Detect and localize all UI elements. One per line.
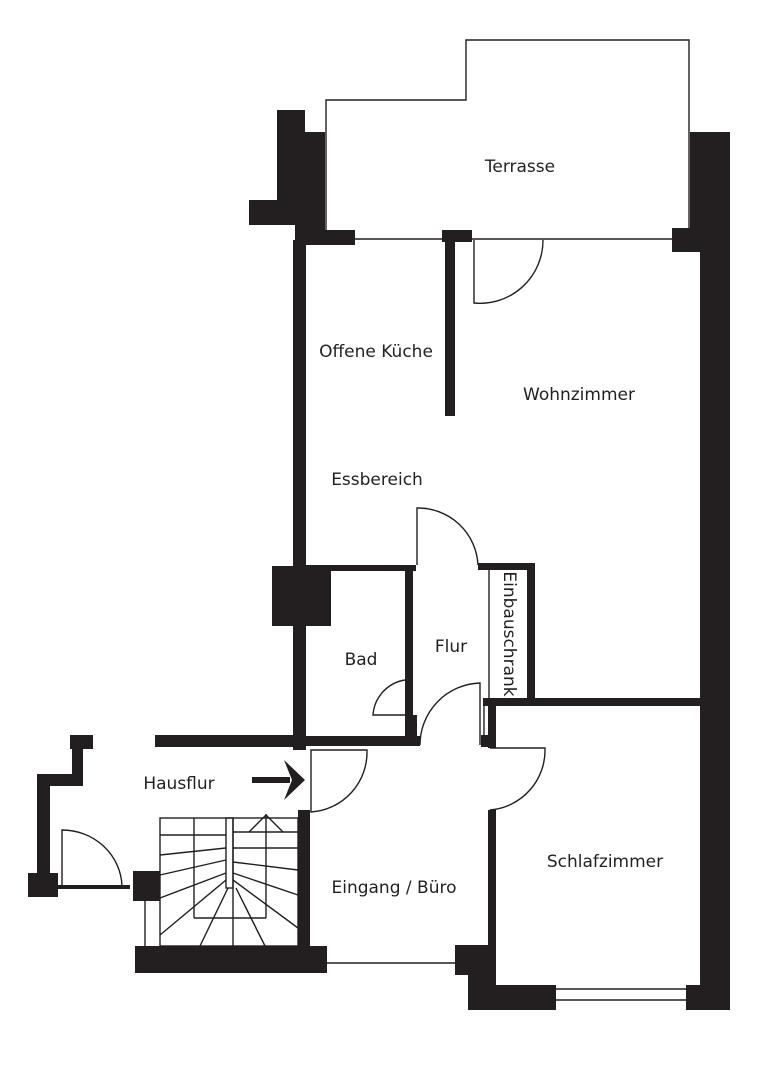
wall-right: [700, 132, 730, 1010]
doors: [61, 239, 546, 887]
wall: [295, 132, 325, 240]
wall: [155, 735, 300, 747]
bath-door: [372, 679, 406, 716]
label-flur: Flur: [435, 637, 467, 657]
wall: [28, 873, 58, 897]
wall: [442, 230, 472, 242]
kitchen-partition: [445, 232, 455, 416]
label-terrasse: Terrasse: [484, 157, 555, 177]
terrace-outline: [325, 39, 690, 238]
wall: [527, 563, 535, 703]
wall: [306, 736, 420, 746]
stair-step: [159, 847, 227, 856]
label-schlafzimmer: Schlafzimmer: [547, 852, 663, 872]
stair-step: [232, 872, 299, 896]
label-bad: Bad: [345, 650, 378, 670]
label-einbauschrank: Einbauschrank: [499, 571, 519, 696]
chimney: [272, 566, 331, 626]
entry-arrow-icon: [252, 760, 305, 800]
wall: [686, 985, 708, 1010]
house-door: [61, 829, 123, 887]
terrace-door: [473, 239, 544, 304]
stair-step: [159, 872, 227, 899]
wall-left: [293, 240, 306, 750]
room-labels: Terrasse Offene Küche Wohnzimmer Essbere…: [143, 157, 663, 898]
walls: [28, 39, 730, 1010]
wall: [468, 985, 556, 1010]
stair-outline: [159, 817, 299, 947]
wall: [305, 230, 355, 245]
wall: [478, 563, 535, 570]
wall: [488, 810, 496, 1010]
entrance-door: [310, 749, 368, 813]
stair-step: [159, 859, 227, 876]
stair-direction-arrow-icon: [248, 814, 284, 833]
flur-door: [419, 682, 481, 746]
wall: [298, 810, 310, 950]
wall: [306, 565, 416, 571]
wall: [133, 871, 160, 901]
wall: [58, 885, 130, 889]
wall: [405, 565, 413, 715]
bedroom-door: [489, 747, 546, 811]
label-wohnzimmer: Wohnzimmer: [523, 385, 635, 405]
label-essbereich: Essbereich: [331, 470, 423, 490]
stair-well: [225, 817, 234, 889]
label-eingang-buero: Eingang / Büro: [331, 878, 456, 898]
wall: [672, 228, 700, 252]
wall-bedroom-top: [483, 698, 705, 706]
stair-step: [232, 861, 299, 871]
label-offene-kueche: Offene Küche: [319, 342, 433, 362]
wall: [37, 774, 50, 894]
stair-step: [199, 887, 229, 947]
stair-step: [232, 879, 299, 929]
label-hausflur: Hausflur: [143, 774, 214, 794]
wall: [72, 735, 83, 785]
wall: [455, 945, 495, 975]
wall: [488, 698, 496, 748]
hall-door: [416, 507, 479, 566]
wall-bottom: [135, 946, 327, 973]
stair-step: [235, 887, 266, 947]
stair-step: [159, 879, 227, 936]
staircase: [159, 814, 299, 947]
